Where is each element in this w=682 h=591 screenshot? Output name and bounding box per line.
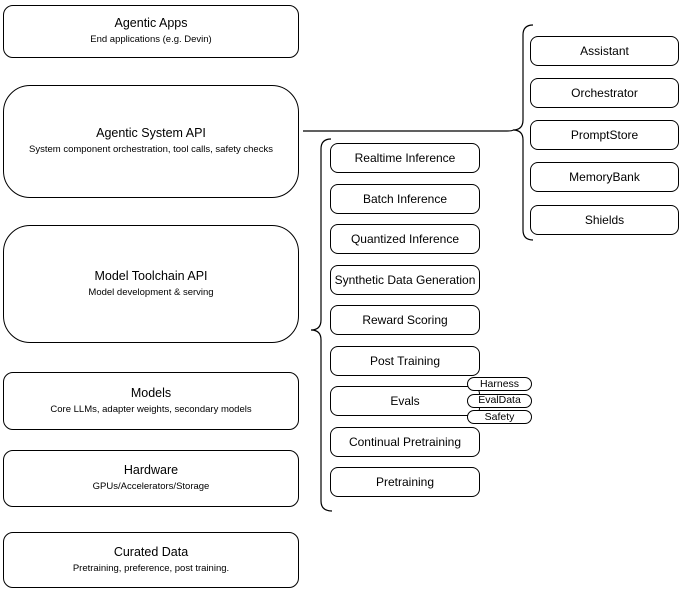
node-curated-data: Curated Data Pretraining, preference, po…	[3, 532, 299, 588]
node-continual-pretraining: Continual Pretraining	[330, 426, 480, 457]
node-subtitle: End applications (e.g. Devin)	[90, 34, 212, 46]
node-subtitle: Model development & serving	[88, 286, 214, 298]
node-subtitle: Core LLMs, adapter weights, secondary mo…	[50, 403, 252, 415]
node-orchestrator: Orchestrator	[530, 77, 679, 108]
node-subtitle: System component orchestration, tool cal…	[29, 144, 273, 156]
system-api-connector-line	[303, 129, 514, 132]
node-title: Agentic Apps	[114, 16, 188, 31]
node-shields: Shields	[530, 204, 679, 235]
node-evals-evaldata: EvalData	[467, 393, 532, 408]
node-evals-harness: Harness	[467, 377, 532, 391]
node-evals: Evals	[330, 386, 480, 416]
node-promptstore: PromptStore	[530, 120, 679, 151]
node-title: Curated Data	[113, 544, 189, 559]
node-pretraining: Pretraining	[330, 467, 480, 497]
node-title: Agentic System API	[96, 126, 206, 141]
node-model-toolchain-api: Model Toolchain API Model development & …	[3, 225, 299, 343]
node-quantized-inference: Quantized Inference	[330, 224, 480, 254]
node-synthetic-data-generation: Synthetic Data Generation	[330, 264, 480, 295]
node-title: Hardware	[123, 463, 179, 478]
node-title: Model Toolchain API	[94, 268, 208, 283]
toolchain-services-brace	[310, 138, 333, 512]
node-agentic-apps: Agentic Apps End applications (e.g. Devi…	[3, 5, 299, 58]
node-evals-safety: Safety	[467, 410, 532, 424]
node-post-training: Post Training	[330, 345, 480, 376]
node-title: Models	[130, 385, 172, 400]
node-agentic-system-api: Agentic System API System component orch…	[3, 85, 299, 198]
node-assistant: Assistant	[530, 35, 679, 66]
node-batch-inference: Batch Inference	[330, 183, 480, 214]
node-realtime-inference: Realtime Inference	[330, 143, 480, 173]
node-subtitle: Pretraining, preference, post training.	[72, 562, 230, 574]
node-subtitle: GPUs/Accelerators/Storage	[92, 481, 210, 493]
node-hardware: Hardware GPUs/Accelerators/Storage	[3, 450, 299, 507]
node-reward-scoring: Reward Scoring	[330, 305, 480, 335]
node-memorybank: MemoryBank	[530, 162, 679, 193]
node-models: Models Core LLMs, adapter weights, secon…	[3, 372, 299, 430]
